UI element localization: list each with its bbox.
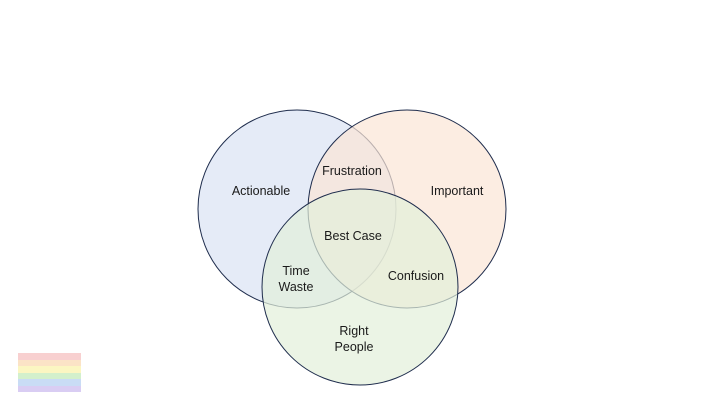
stripe-1 (18, 353, 81, 360)
label-right-people-line1: Right (339, 324, 369, 338)
label-actionable: Actionable (232, 184, 290, 198)
label-important: Important (431, 184, 484, 198)
stripe-2 (18, 359, 81, 366)
stripe-4 (18, 372, 81, 379)
stripe-6 (18, 385, 81, 392)
label-frustration: Frustration (322, 164, 382, 178)
label-time-waste-line1: Time (282, 264, 309, 278)
label-right-people-line2: People (335, 340, 374, 354)
label-time-waste-line2: Waste (279, 280, 314, 294)
circle-right-people (261, 188, 459, 386)
label-confusion: Confusion (388, 269, 444, 283)
stripe-3 (18, 366, 81, 373)
rainbow-stripe-logo (18, 353, 81, 392)
label-best-case: Best Case (324, 229, 382, 243)
stripe-5 (18, 379, 81, 386)
